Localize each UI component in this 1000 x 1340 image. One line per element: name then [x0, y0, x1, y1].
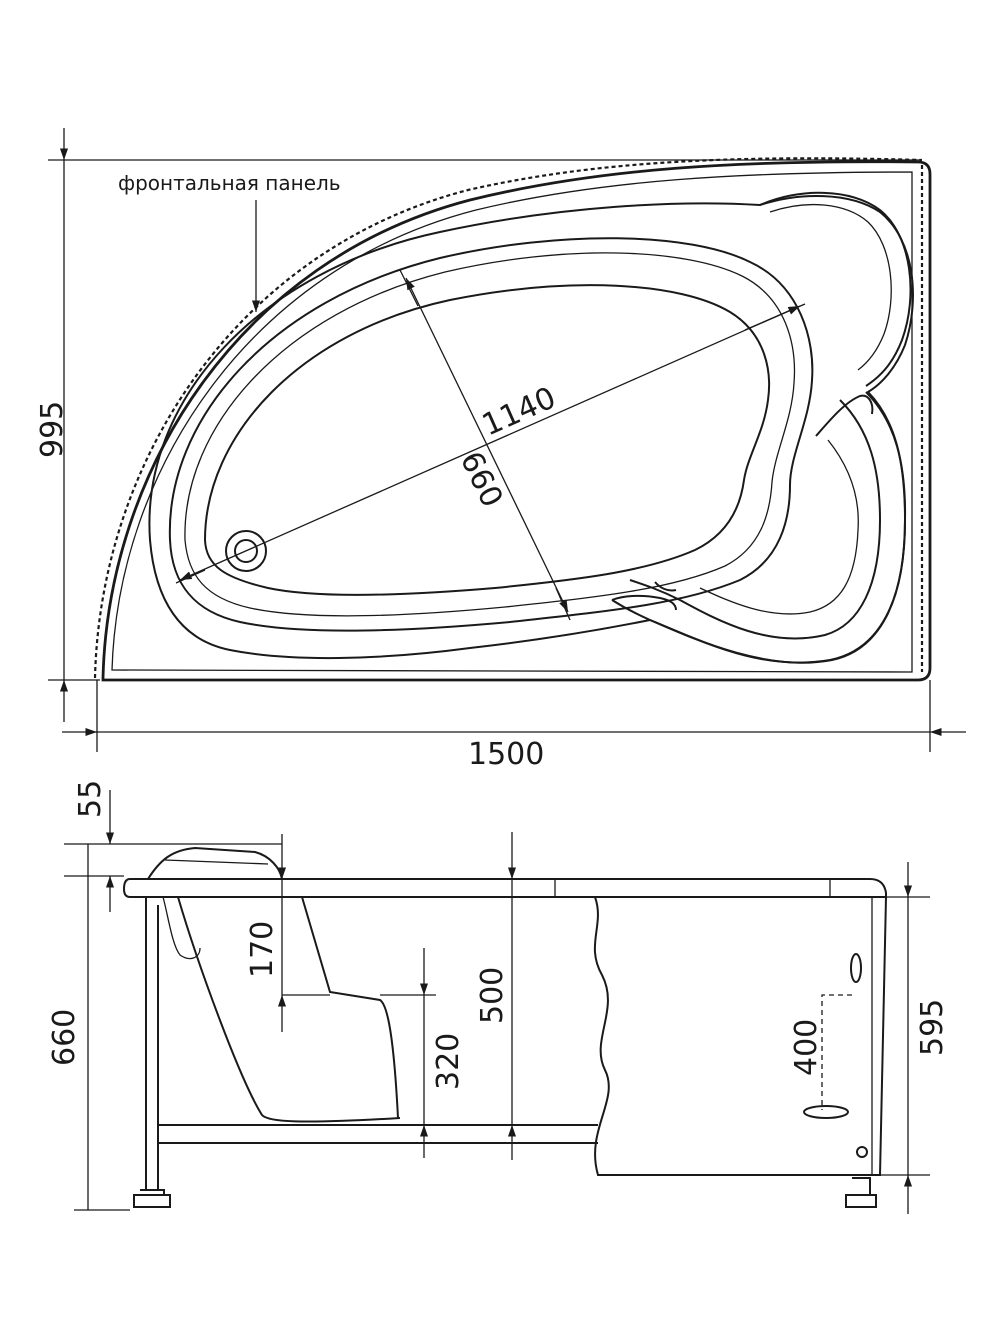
seat-inner: [629, 399, 882, 640]
dim-panel-height-text: 595: [915, 999, 950, 1056]
overflow-hole: [850, 953, 862, 983]
rim-slab: [122, 878, 887, 898]
side-tub-body-2: [162, 896, 201, 960]
dim-length-text: 1500: [468, 737, 544, 772]
dim-seat-depth-text: 170: [245, 921, 280, 978]
armrest-step-2: [611, 594, 677, 611]
dim-bowl-depth-text: 500: [475, 967, 510, 1024]
armrest-step-1: [815, 394, 874, 437]
side-seat-profile: [301, 896, 399, 1119]
side-view: 55 660 170 320 500 400 595: [47, 780, 950, 1214]
dim-tick-3: [399, 269, 419, 307]
right-foot: [845, 1177, 877, 1208]
seat-bottom: [699, 439, 859, 615]
drain-hole-side: [803, 1105, 849, 1119]
dim-tick-2: [744, 303, 806, 331]
dim-tick-4: [555, 587, 571, 621]
dim-depth-text: 995: [35, 401, 70, 458]
side-headrest: [147, 846, 283, 880]
bowl-bottom: [203, 284, 771, 596]
front-panel-side: [593, 896, 887, 1176]
overflow-leader: [821, 994, 852, 1110]
top-view: 1140 660 фронтальная панель 995 1500: [35, 128, 966, 772]
dim-overflow-height-text: 400: [789, 1019, 824, 1076]
dim-seat-height-text: 320: [431, 1033, 466, 1090]
dim-inner-length-text: 1140: [477, 380, 561, 443]
tub-outer-outline: [101, 160, 932, 682]
dim-line-inner-width: [405, 277, 569, 613]
dim-tick-1: [175, 569, 206, 584]
dim-total-height-text: 660: [47, 1009, 82, 1066]
side-tub-body: [177, 896, 401, 1123]
panel-screw: [856, 1146, 868, 1158]
headrest: [759, 191, 912, 387]
seat-outer: [611, 391, 907, 664]
dim-rim-thickness-text: 55: [73, 780, 108, 818]
side-headrest-inner: [164, 859, 269, 865]
rim-inner-edge: [148, 195, 914, 664]
front-panel-label: фронтальная панель: [118, 171, 341, 195]
left-foot: [133, 1189, 171, 1208]
dim-line-inner-length: [179, 305, 801, 581]
armrest-step-3: [654, 581, 677, 592]
headrest-inner: [769, 204, 892, 371]
